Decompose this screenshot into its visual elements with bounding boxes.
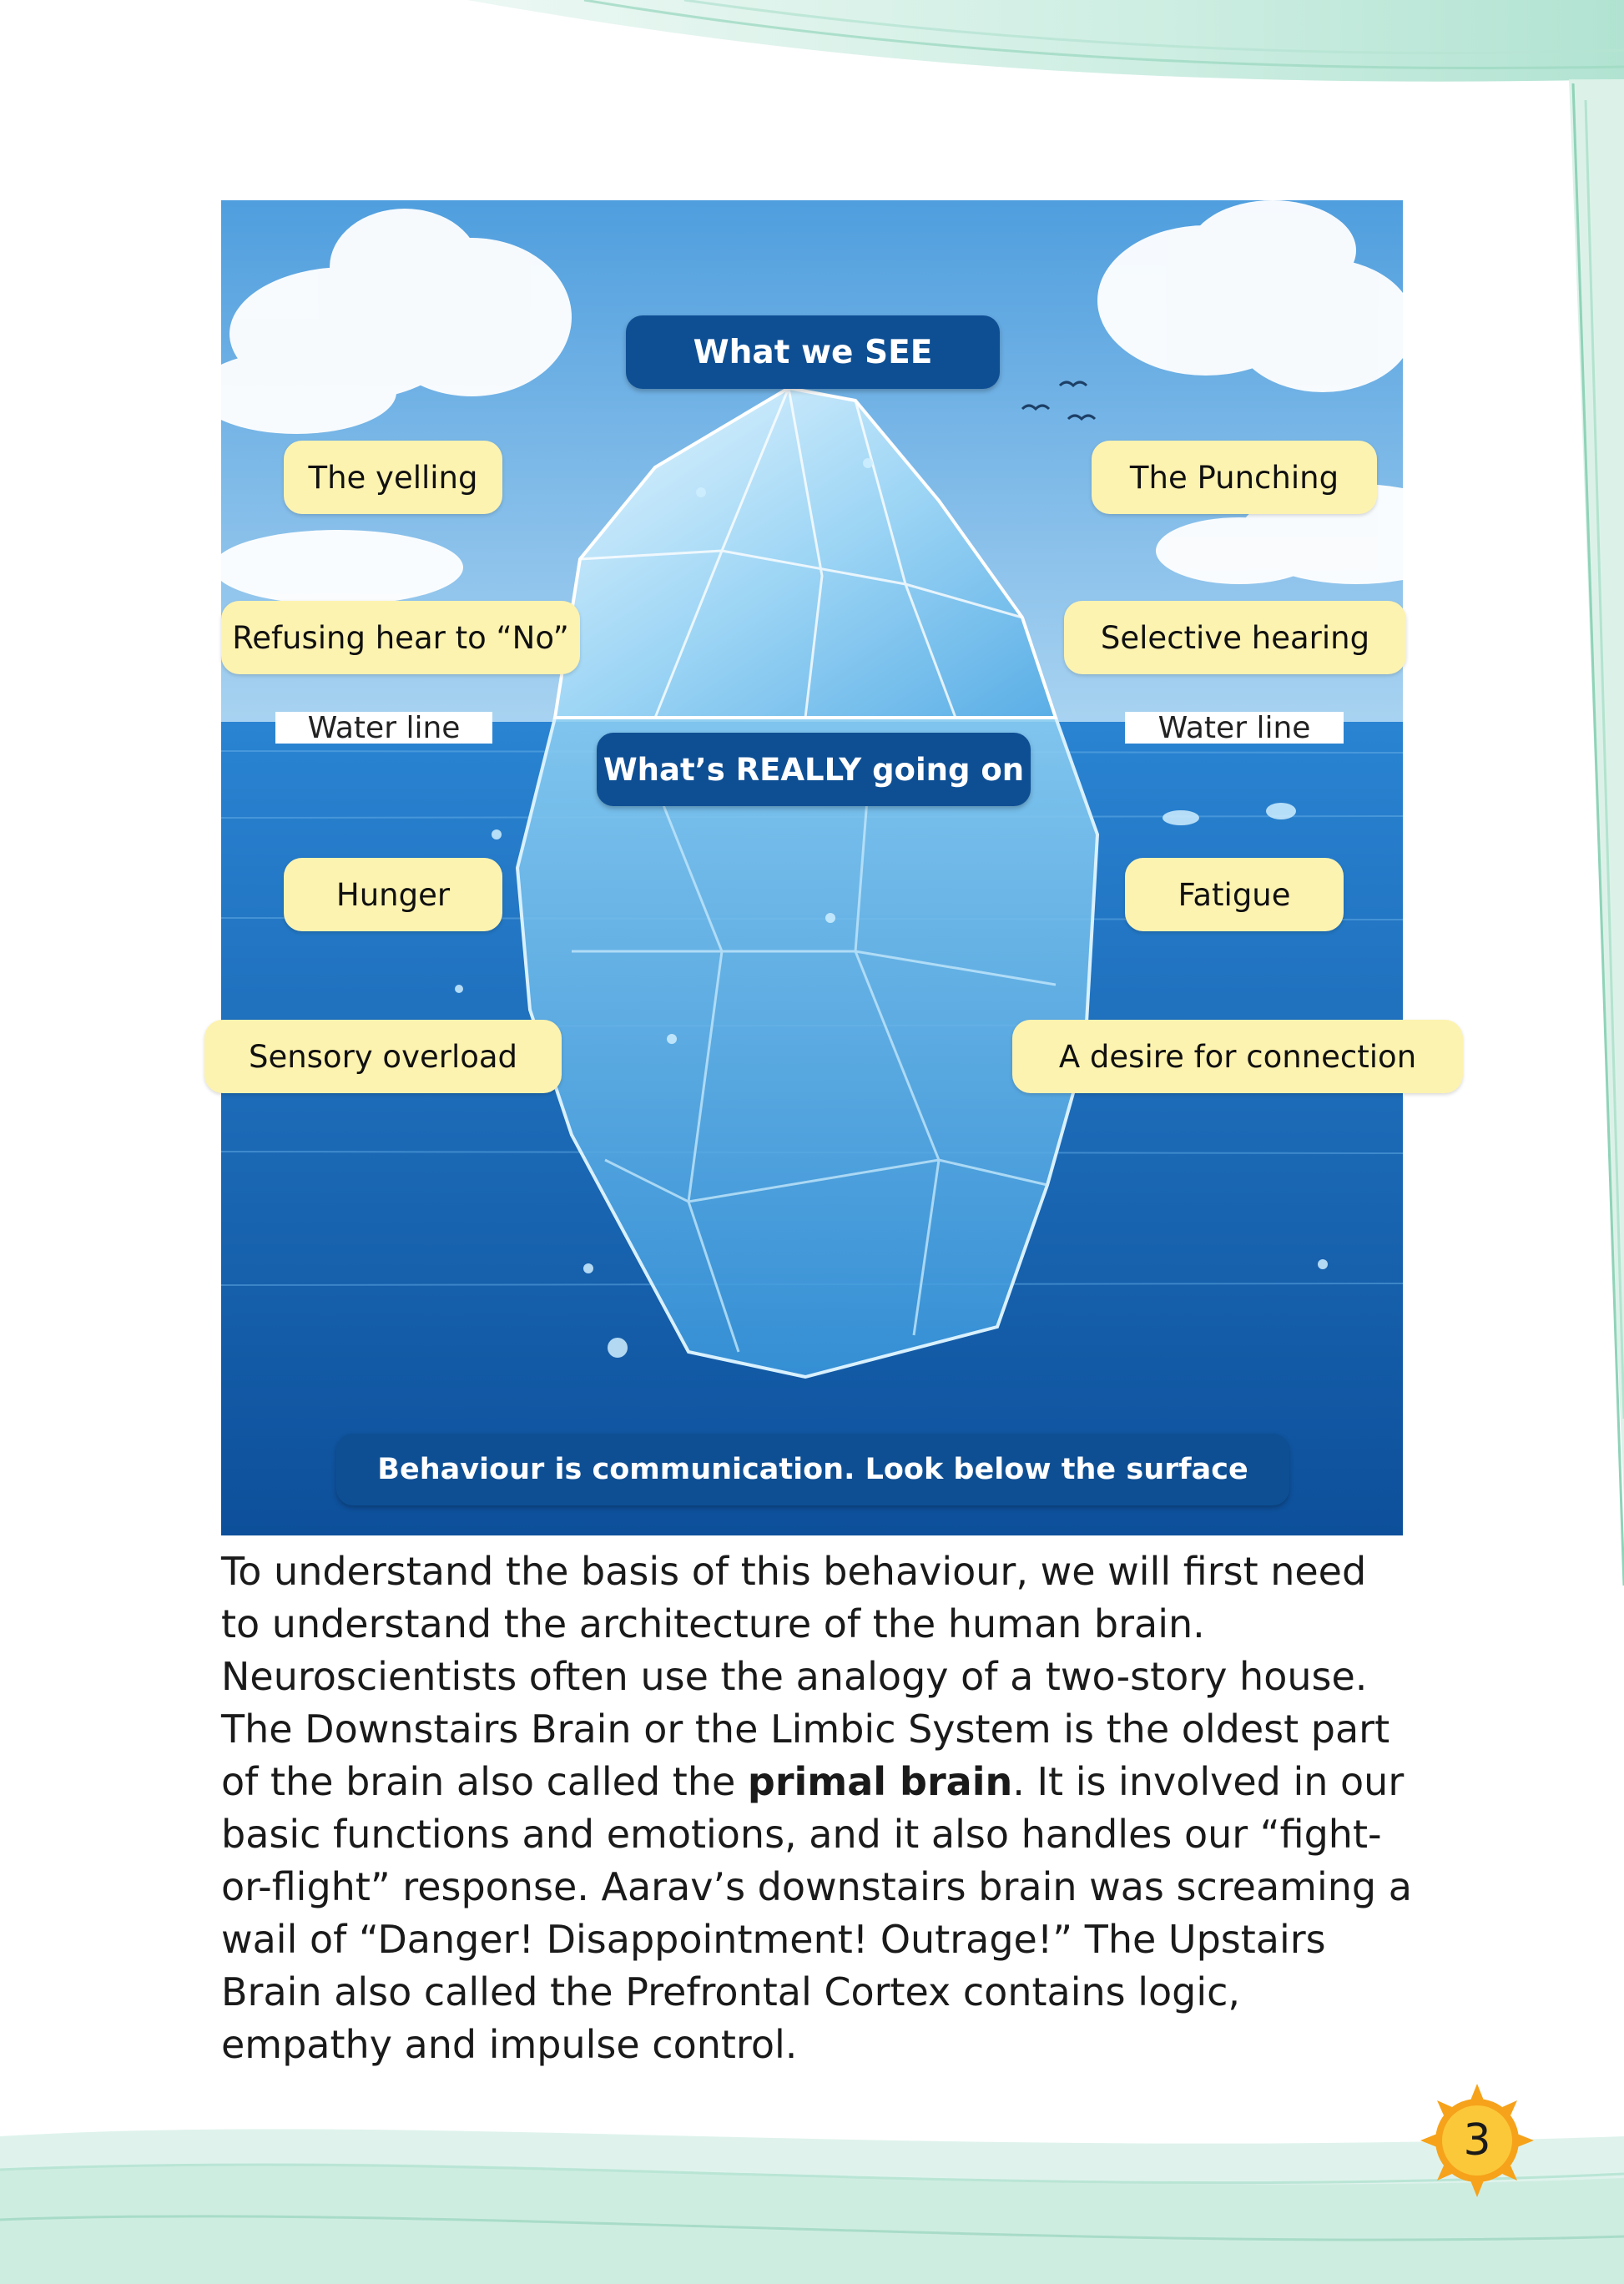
body-paragraph: To understand the basis of this behaviou… (221, 1545, 1415, 2071)
body-text-part2: . It is involved in our basic functions … (221, 1759, 1412, 2067)
label-the-punching: The Punching (1092, 441, 1377, 514)
label-sensory-overload: Sensory overload (204, 1020, 562, 1093)
page-number-badge: 3 (1419, 2082, 1536, 2199)
body-text-part1: To understand the basis of this behaviou… (221, 1549, 1390, 1804)
label-desire-connection: A desire for connection (1012, 1020, 1463, 1093)
top-banner: What we SEE (626, 315, 1000, 389)
body-text-bold: primal brain (747, 1759, 1013, 1804)
label-the-yelling: The yelling (284, 441, 502, 514)
label-fatigue: Fatigue (1125, 858, 1344, 931)
label-hunger: Hunger (284, 858, 502, 931)
page-number: 3 (1463, 2115, 1491, 2166)
bottom-banner: Behaviour is communication. Look below t… (336, 1434, 1289, 1505)
iceberg-illustration: What we SEE The yelling Refusing hear to… (204, 200, 1463, 1535)
label-selective-hearing: Selective hearing (1064, 601, 1406, 674)
label-refusing-no: Refusing hear to “No” (221, 601, 580, 674)
middle-banner: What’s REALLY going on (597, 733, 1031, 806)
water-line-label-right: Water line (1125, 711, 1344, 745)
water-line-label-left: Water line (275, 711, 492, 745)
sun-icon (1420, 2084, 1534, 2197)
